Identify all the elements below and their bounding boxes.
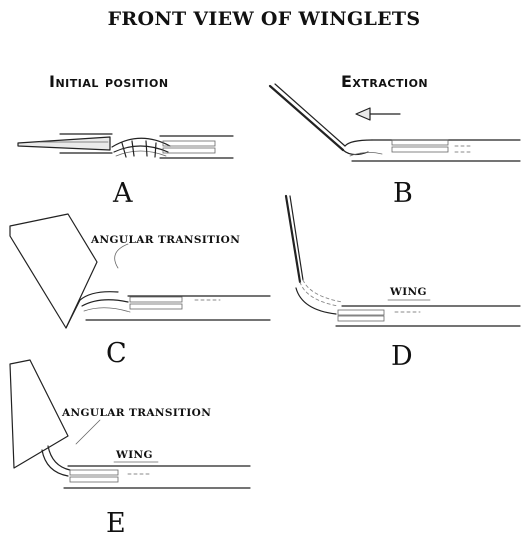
panel-label-a: A [113, 178, 133, 209]
annotation-wing-e: WING [116, 449, 153, 461]
panel-label-c: C [106, 338, 127, 369]
panel-label-d: D [391, 341, 413, 372]
annotation-angular-transition-c: ANGULAR TRANSITION [91, 234, 241, 246]
panel-e-drawing [9, 359, 251, 489]
panel-b-drawing [268, 83, 521, 162]
panel-label-b: B [393, 178, 413, 209]
panel-c-drawing [9, 213, 271, 329]
panel-label-e: E [106, 508, 126, 539]
panel-a-drawing [17, 133, 234, 159]
panel-d-drawing [284, 194, 521, 327]
heading-initial-position: Initial position [49, 72, 169, 91]
figure-title: FRONT VIEW OF WINGLETS [107, 8, 421, 30]
annotation-angular-transition-e: ANGULAR TRANSITION [62, 407, 212, 419]
annotation-wing-d: WING [390, 286, 427, 298]
heading-extraction: Extraction [341, 72, 429, 91]
